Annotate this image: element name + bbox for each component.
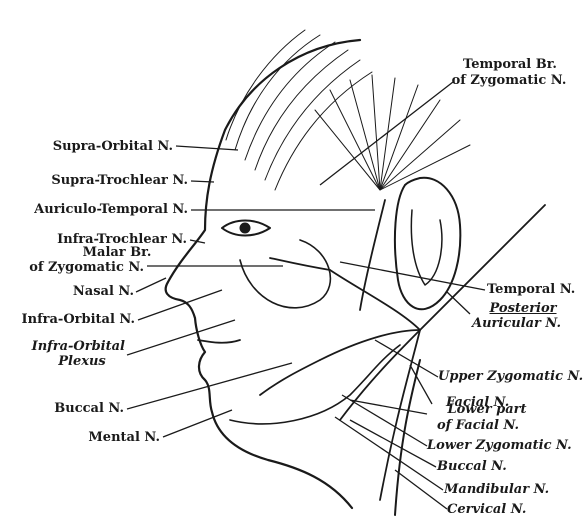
label-malar-line1: Malar Br.: [72, 246, 162, 260]
temporal-fibres: [315, 75, 470, 190]
neck-outline: [395, 360, 420, 515]
ear-inner: [411, 210, 442, 285]
label-buccal-left: Buccal N.: [20, 402, 124, 416]
label-posterior-auricular-line2: Auricular N.: [472, 317, 561, 331]
eye-pupil: [240, 223, 250, 233]
jaw-line: [230, 345, 400, 424]
label-lower-part-line2: of Facial N.: [437, 419, 519, 433]
label-supra-trochlear: Supra-Trochlear N.: [28, 174, 188, 188]
label-temporal-br-line2: of Zygomatic N.: [440, 74, 578, 88]
label-infra-orbital-plexus-line1: Infra-Orbital: [20, 340, 125, 354]
label-lower-part-line1: Lower part: [432, 403, 542, 417]
label-nasal: Nasal N.: [40, 285, 134, 299]
label-supra-orbital: Supra-Orbital N.: [45, 140, 173, 154]
ear-outline: [395, 178, 460, 310]
label-malar-line2: of Zygomatic N.: [10, 261, 144, 275]
label-posterior-auricular-line1: Posterior: [478, 302, 568, 316]
nerve-trunks: [260, 200, 545, 500]
forehead-fibres: [226, 30, 372, 190]
label-upper-zygomatic: Upper Zygomatic N.: [438, 370, 583, 384]
label-temporal-br-line1: Temporal Br.: [454, 58, 566, 72]
mouth: [198, 340, 240, 343]
label-temporal: Temporal N.: [487, 283, 575, 297]
label-infra-orbital: Infra-Orbital N.: [5, 313, 135, 327]
label-auriculo-temporal: Auriculo-Temporal N.: [2, 203, 188, 217]
label-infra-orbital-plexus-line2: Plexus: [40, 355, 124, 369]
label-cervical: Cervical N.: [447, 503, 526, 517]
label-lower-zygomatic: Lower Zygomatic N.: [427, 439, 572, 453]
label-mental: Mental N.: [40, 431, 160, 445]
label-buccal-right: Buccal N.: [437, 460, 507, 474]
label-mandibular: Mandibular N.: [444, 483, 549, 497]
cheek-contour: [240, 240, 330, 308]
